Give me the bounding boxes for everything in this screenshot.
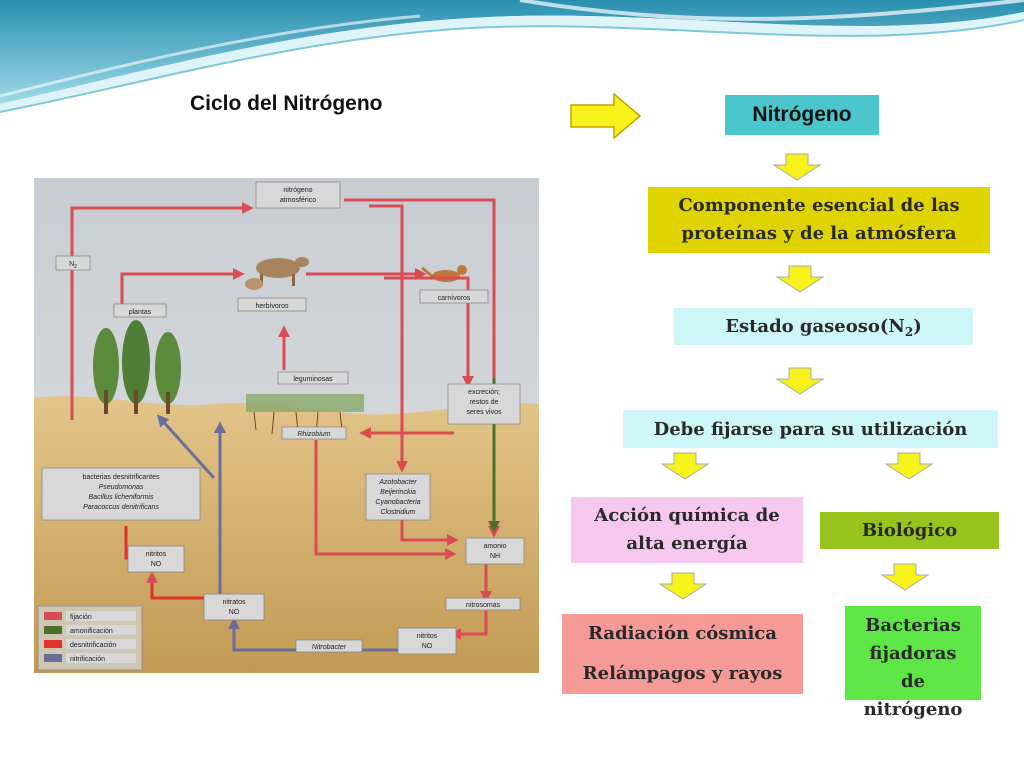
label-excretion-3: seres vivos: [466, 409, 502, 416]
legend-label-bg: [66, 611, 136, 621]
label-carnivores: carnívoros: [438, 295, 471, 302]
label-n2-sub: 2: [74, 264, 77, 270]
arrow-atm-to-fixers: [369, 204, 408, 473]
legend-label-bg: [66, 653, 136, 663]
arrow-nitrosomas-to-nitrite: [449, 610, 488, 640]
legend-label: nitrificación: [70, 656, 105, 663]
down-arrow-icon: [775, 367, 825, 395]
arrow-up-denitrification: [70, 202, 254, 420]
down-arrow-icon: [775, 265, 825, 293]
label-fixers-3: Cyanobacteria: [375, 499, 420, 506]
down-arrow-icon: [884, 452, 934, 480]
biological-box: Biológico: [820, 512, 999, 549]
legend-label-bg: [66, 639, 136, 649]
label-excretion-2: restos de: [470, 399, 499, 406]
legend-label: fijación: [70, 614, 92, 621]
gaseous-state-box: Estado gaseoso(N2): [674, 308, 973, 345]
label-denitrifying-2: Bacillus licheniformis: [89, 494, 154, 501]
soil-background: [34, 396, 539, 673]
must-fix-box: Debe fijarse para su utilización: [623, 410, 998, 448]
down-arrow-icon: [880, 563, 930, 591]
label-denitrifying: bacterias desnitrificantes: [82, 474, 160, 481]
label-fixers-4: Clostridium: [380, 509, 415, 516]
diagram-legend: fijación amonificación desnitrificación nit…: [37, 605, 143, 671]
arrow-fixers-to-ammonium: [400, 520, 459, 546]
legend-label: amonificación: [70, 628, 113, 635]
label-legumes: leguminosas: [293, 376, 333, 383]
arrow-nitrate-to-nitrite: [146, 571, 204, 600]
arrow-rhizo-to-ammonium: [314, 440, 457, 560]
legend-label-bg: [66, 625, 136, 635]
legend-swatch: [44, 640, 62, 648]
diagram-labels: nitrógeno atmosférico N2 plantas herbívo…: [41, 181, 525, 655]
nitrogen-header-box: Nitrógeno: [725, 95, 879, 135]
label-fixers-2: Beijerinckia: [380, 489, 416, 496]
down-arrow-icon: [772, 153, 822, 181]
legend-label: desnitrificación: [70, 642, 116, 649]
right-arrow-icon: [570, 93, 642, 139]
label-fixers-1: Azotobacter: [378, 479, 417, 486]
trees-icon: [93, 320, 181, 414]
arrow-nitrate-to-plants: [156, 414, 216, 480]
herbivores-icon: [245, 257, 309, 290]
label-n2: N: [69, 261, 74, 268]
legend-swatch: [44, 626, 62, 634]
label-nitrobacter: Nitrobacter: [312, 644, 347, 651]
slide-title: Ciclo del Nitrógeno: [190, 92, 383, 115]
arrow-carn-to-excretion: [384, 276, 474, 388]
svg-text:N2: N2: [69, 261, 77, 270]
legend-swatch: [44, 612, 62, 620]
label-nitrates-2: NO: [229, 609, 240, 616]
label-nitrites-left-1: nitritos: [146, 551, 167, 558]
label-ammonium-1: amonio: [484, 543, 507, 550]
label-nitrites-right-2: NO: [422, 643, 433, 650]
label-nitrosomonas: nitrosomas: [466, 602, 501, 609]
label-nitrites-right-1: nitritos: [417, 633, 438, 640]
down-arrow-icon: [658, 572, 708, 600]
arrow-plants-to-herb: [120, 268, 245, 308]
label-atmospheric-1: nitrógeno: [283, 187, 312, 194]
down-arrow-icon: [660, 452, 710, 480]
label-herbivores: herbívoros: [255, 303, 289, 310]
label-denitrifying-1: Pseudomonas: [99, 484, 144, 491]
label-denitrifying-3: Paracoccus denitrificans: [83, 504, 159, 511]
label-nitrates-1: nitratos: [223, 599, 246, 606]
legend-swatch: [44, 654, 62, 662]
label-excretion-1: excreción;: [468, 389, 500, 396]
nitrogen-cycle-diagram: nitrógeno atmosférico N2 plantas herbívo…: [34, 178, 539, 673]
label-ammonium-2: NH: [490, 553, 500, 560]
legume-plants-icon: [246, 394, 364, 437]
label-atmospheric-2: atmosférico: [280, 197, 316, 204]
label-rhizobium: Rhizobium: [297, 431, 330, 438]
label-nitrites-left-2: NO: [151, 561, 162, 568]
header-wave-decoration: [0, 0, 1024, 113]
label-plants: plantas: [129, 309, 152, 316]
